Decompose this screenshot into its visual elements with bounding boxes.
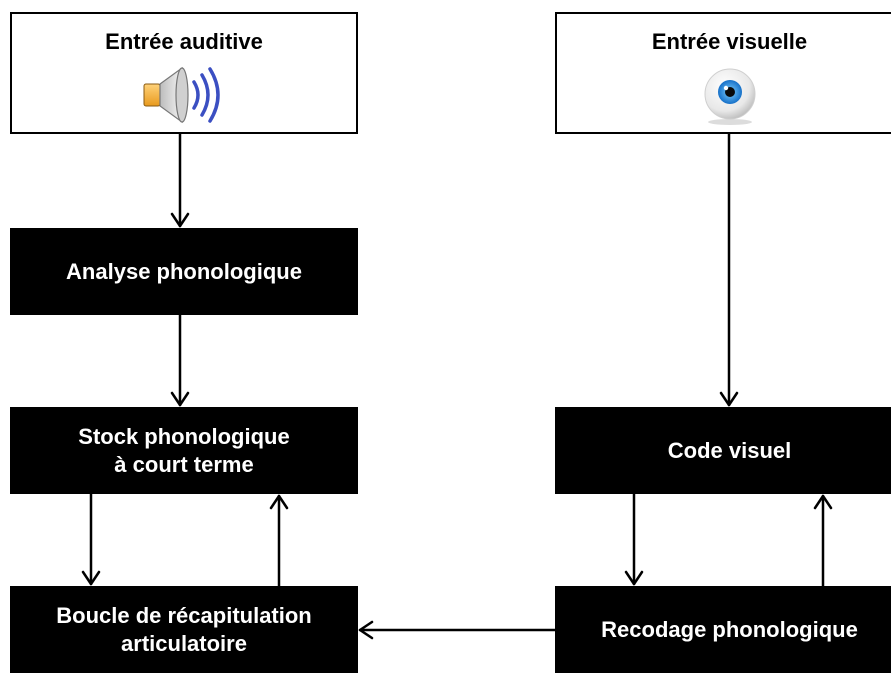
visual-input-box: Entrée visuelle (555, 12, 891, 134)
phonological-store-line2: à court terme (114, 451, 254, 477)
articulatory-loop-box: Boucle de récapitulation articulatoire (10, 586, 358, 673)
eye-icon (690, 64, 770, 126)
phonological-store-line1: Stock phonologique (78, 424, 290, 449)
arrow-visual-to-code (719, 132, 739, 407)
phonological-recoding-label: Recodage phonologique (601, 616, 858, 642)
arrow-auditory-to-analysis (170, 132, 190, 228)
visual-code-label: Code visuel (667, 437, 792, 463)
arrow-recoding-to-loop (358, 620, 557, 640)
phonological-analysis-box: Analyse phonologique (10, 228, 358, 315)
visual-code-box: Code visuel (555, 407, 891, 494)
speaker-icon (136, 64, 232, 126)
arrow-recoding-to-code (813, 494, 833, 588)
phonological-store-box: Stock phonologique à court terme (10, 407, 358, 494)
auditory-input-label: Entrée auditive (105, 29, 263, 54)
arrow-code-to-recoding (624, 492, 644, 586)
articulatory-loop-line1: Boucle de récapitulation (56, 603, 312, 628)
visual-input-label: Entrée visuelle (651, 29, 808, 54)
phonological-recoding-box: Recodage phonologique (555, 586, 891, 673)
phonological-analysis-label: Analyse phonologique (66, 258, 302, 284)
arrow-store-to-loop (81, 492, 101, 586)
arrow-loop-to-store (269, 494, 289, 588)
arrow-analysis-to-store (170, 313, 190, 407)
auditory-input-box: Entrée auditive (10, 12, 358, 134)
articulatory-loop-line2: articulatoire (121, 630, 247, 656)
